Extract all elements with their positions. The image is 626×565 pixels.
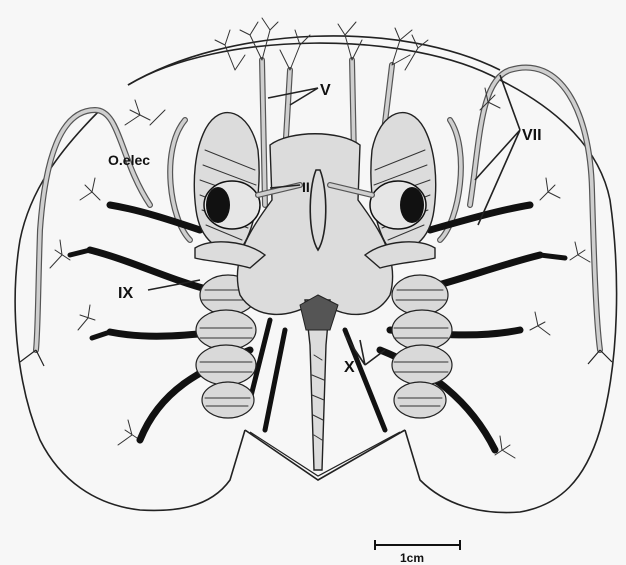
brain — [237, 134, 392, 315]
nerve-vii-tube-left — [36, 110, 150, 350]
label-x: X — [344, 359, 355, 376]
right-eye-dark — [400, 187, 424, 223]
left-eye-dark — [206, 187, 230, 223]
right-lobe-column — [392, 275, 452, 418]
label-o-elec: O.elec — [108, 152, 150, 168]
label-vii: VII — [522, 127, 542, 144]
scale-bar-label: 1cm — [400, 551, 424, 565]
label-v: V — [320, 82, 331, 99]
nerve-vii-tube-right — [470, 68, 600, 350]
caudal-notch-inner — [250, 432, 400, 476]
label-ii: II — [302, 179, 310, 195]
label-ix: IX — [118, 285, 133, 302]
